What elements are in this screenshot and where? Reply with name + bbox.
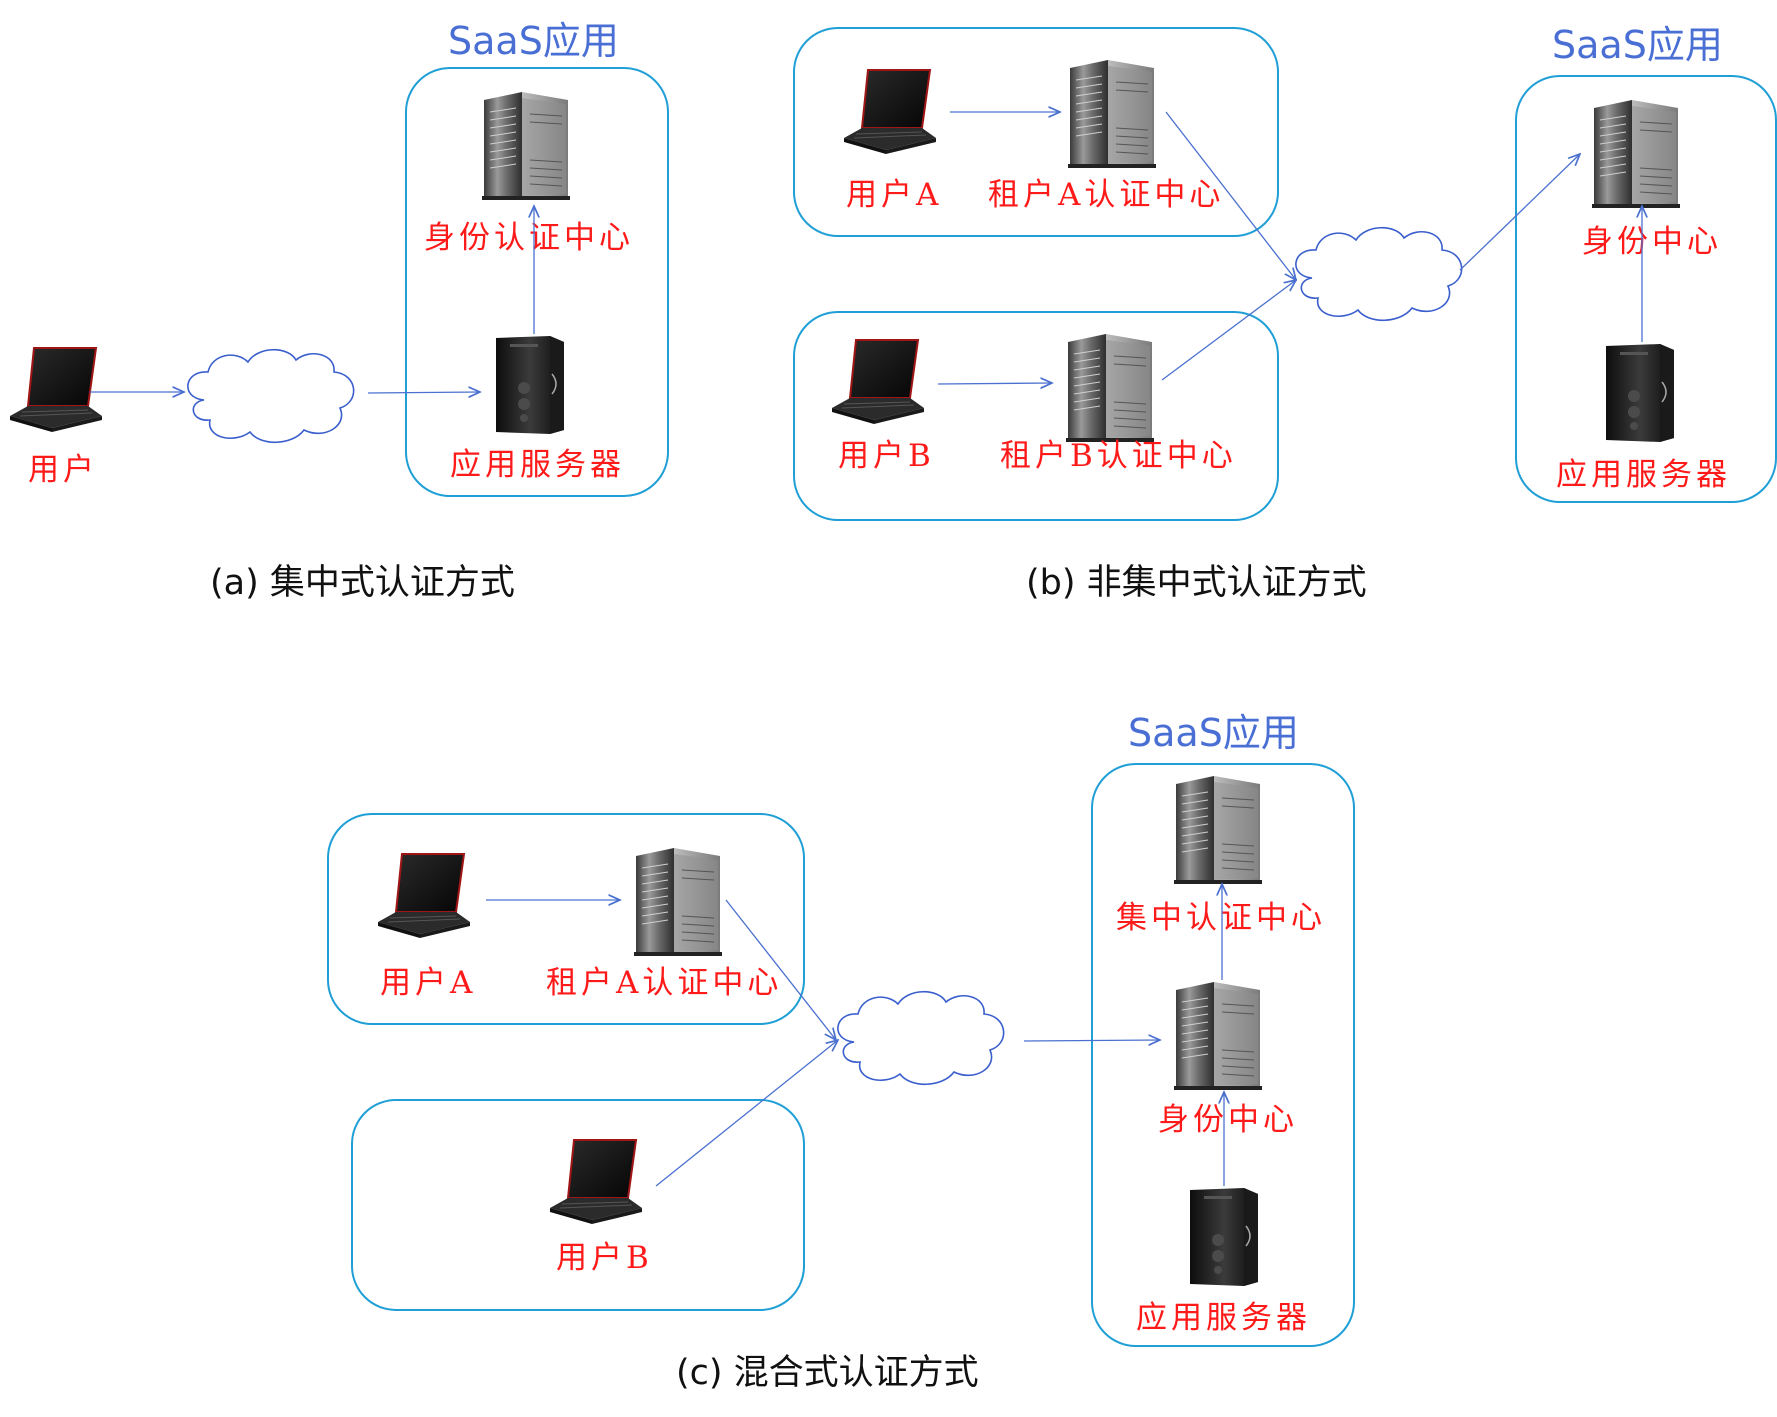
caption-c: (c) 混合式认证方式 (676, 1353, 979, 1393)
saas-title-b: SaaS应用 (1552, 23, 1723, 67)
tenant-a-auth-label-c: 租户A认证中心 (546, 965, 782, 1001)
tenant-b-box-c (351, 1099, 805, 1311)
auth-center-label-a: 身份认证中心 (424, 220, 634, 256)
user-label-a: 用户 (28, 452, 98, 488)
saas-box-a (405, 67, 669, 497)
arrow-cloud-identity (1459, 154, 1580, 271)
arrow-cloud-appserver (367, 392, 480, 393)
arrow-tenant-a-cloud-c (725, 899, 836, 1040)
arrow-user-b-tenant-b (937, 383, 1052, 384)
central-auth-server-icon (1173, 775, 1263, 885)
app-server-label-b: 应用服务器 (1556, 457, 1731, 493)
app-server-icon (1189, 1187, 1259, 1287)
identity-center-label-c: 身份中心 (1158, 1102, 1298, 1138)
saas-title-c: SaaS应用 (1128, 711, 1299, 755)
caption-b: (b) 非集中式认证方式 (1026, 563, 1367, 603)
laptop-icon (549, 1139, 643, 1225)
app-server-icon (495, 335, 565, 435)
cloud-icon (837, 990, 1005, 1086)
app-server-label-a: 应用服务器 (450, 447, 625, 483)
panel-a: SaaS应用 身份认证中心 应用服务器 用户 (a) 集中式认证方式 (9, 19, 669, 603)
laptop-icon (831, 339, 925, 425)
user-b-label-c: 用户B (556, 1240, 653, 1276)
caption-a: (a) 集中式认证方式 (210, 563, 515, 603)
saas-box-b (1515, 75, 1777, 503)
cloud-icon (1295, 226, 1463, 322)
identity-server-icon (1591, 99, 1681, 209)
cloud-icon (187, 348, 355, 444)
tenant-a-auth-label-b: 租户A认证中心 (988, 177, 1224, 213)
identity-server-icon (1173, 981, 1263, 1091)
tenant-b-server-icon (1065, 333, 1155, 443)
tenant-a-box-b (793, 27, 1279, 237)
laptop-icon (377, 853, 471, 939)
laptop-icon (9, 347, 103, 433)
arrow-cloud-identity-c (1023, 1040, 1160, 1041)
saas-box-c (1091, 763, 1355, 1347)
central-auth-label-c: 集中认证中心 (1116, 900, 1326, 936)
arrow-tenant-b-cloud (1161, 280, 1296, 381)
app-server-label-c: 应用服务器 (1136, 1300, 1311, 1336)
user-a-label-b: 用户A (846, 177, 942, 213)
user-b-label-b: 用户B (838, 438, 935, 474)
tenant-a-server-icon (1067, 59, 1157, 169)
arrow-user-b-cloud-c (655, 1040, 838, 1187)
panel-c: SaaS应用 用户A 租户A认证中心 用户B 集中认证中心 身份中心 应用服务器… (327, 711, 1355, 1393)
app-server-icon (1605, 343, 1675, 443)
laptop-icon (843, 69, 937, 155)
tenant-b-box-b (793, 311, 1279, 521)
saas-title-a: SaaS应用 (448, 19, 619, 63)
auth-server-icon (481, 91, 571, 201)
panel-b: SaaS应用 用户A 租户A认证中心 用户B 租户B认证中心 身份中心 应用服务… (793, 23, 1777, 603)
tenant-b-auth-label-b: 租户B认证中心 (1000, 438, 1237, 474)
identity-center-label-b: 身份中心 (1582, 224, 1722, 260)
user-a-label-c: 用户A (380, 965, 476, 1001)
arrow-tenant-a-cloud (1165, 111, 1296, 280)
tenant-a-server-icon (633, 847, 723, 957)
tenant-a-box-c (327, 813, 805, 1025)
